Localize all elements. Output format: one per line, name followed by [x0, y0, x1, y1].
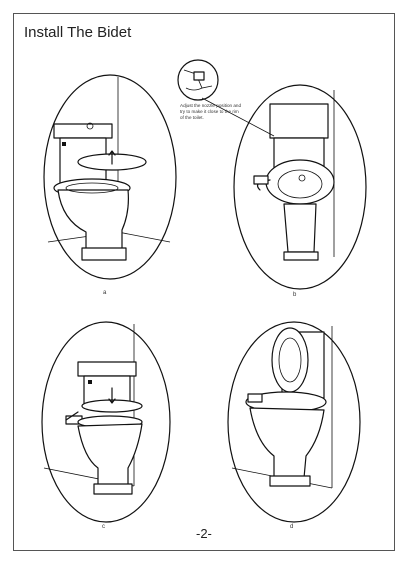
zoom-inset — [176, 58, 222, 102]
panel-caption-d: d — [290, 524, 294, 530]
toilet-illustration-a — [43, 74, 177, 280]
page-title: Install The Bidet — [24, 24, 132, 41]
nozzle-note: Adjust the nozzle position and try to ma… — [180, 103, 242, 120]
panel-caption-b: b — [293, 292, 297, 298]
toilet-illustration-b — [233, 84, 367, 290]
toilet-illustration-d — [227, 321, 361, 523]
panel-d: d — [224, 318, 364, 530]
panel-c: c — [38, 318, 174, 530]
nozzle-detail-icon — [177, 59, 219, 101]
toilet-illustration-c — [41, 321, 171, 523]
panel-caption-c: c — [102, 524, 105, 530]
panel-caption-a: a — [103, 290, 107, 296]
panel-b: b — [230, 82, 370, 298]
page-frame — [13, 13, 395, 551]
zoom-connector-icon — [201, 97, 275, 137]
panel-a: a — [40, 72, 180, 296]
page-number: -2- — [196, 526, 212, 541]
